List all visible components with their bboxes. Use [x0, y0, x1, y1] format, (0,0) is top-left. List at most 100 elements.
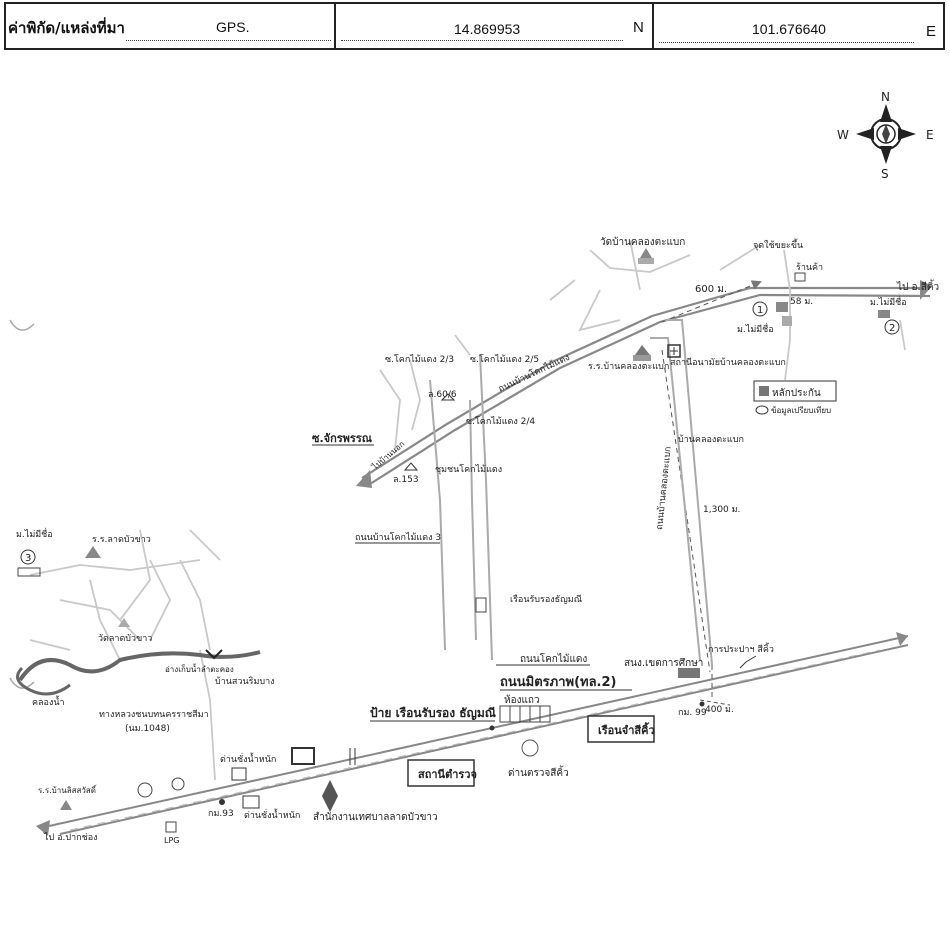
label-school-khlong: ร.ร.บ้านคลองตะแบก	[588, 361, 669, 372]
house-icon-2	[782, 316, 792, 326]
label-soi-chak: ซ.จักรพรรณ	[312, 432, 373, 445]
label-shop: ร้านค้า	[796, 262, 823, 273]
label-l153: ล.153	[393, 475, 419, 485]
label-sign-guesthouse: ป้าย เรือนรับรอง ธัญมณี	[370, 706, 496, 720]
house-l153-icon	[403, 462, 419, 471]
marker-1-label: 1	[757, 305, 763, 316]
legend-marker-label: หลักประกัน	[772, 388, 821, 399]
sign-dot-icon	[489, 725, 495, 731]
house-icon-1	[776, 302, 788, 312]
shophouse-icon	[499, 705, 551, 723]
label-no-name-2: ม.ไม่มีชื่อ	[870, 295, 907, 308]
school-ban-icon	[60, 800, 72, 810]
label-soi-24: ซ.โคกไม้แดง 2/4	[466, 416, 535, 427]
garuda-emblem-icon	[322, 780, 338, 812]
label-dist-600: 600 ม.	[695, 284, 727, 295]
label-road-kok3: ถนนบ้านโคกไม้แดง 3	[355, 532, 441, 543]
header-cell-label: ค่าพิกัด/แหล่งที่มา GPS.	[6, 4, 336, 48]
marker-1-icon	[752, 301, 768, 317]
police-station-icon	[291, 747, 315, 765]
label-soi-23: ซ.โคกไม้แดง 2/3	[385, 354, 454, 365]
check-icon	[739, 655, 757, 669]
label-community: ชุมชนโคกไม้แดง	[435, 464, 502, 475]
label-km99: กม. 99	[678, 708, 707, 718]
village-roads	[29, 239, 906, 781]
label-shophouse: ห้องแถว	[504, 694, 540, 706]
label-km93: กม.93	[208, 809, 234, 819]
label-l606: ล.60/6	[428, 390, 457, 400]
houses-3-icon	[17, 567, 41, 577]
compass-w: W	[837, 128, 849, 142]
km93-dot-icon	[219, 799, 225, 805]
star-icon	[171, 777, 185, 791]
label-reservoir: อ่างเก็บน้ำลำตะคอง	[165, 663, 234, 674]
compass-rose-icon: N S W E	[837, 90, 934, 181]
label-canal: คลองน้ำ	[32, 695, 65, 708]
bridge-icon	[205, 649, 223, 660]
label-dist-1300: 1,300 ม.	[703, 505, 740, 515]
label-railway: ทางหลวงชนบทนครราชสีมา	[99, 709, 209, 720]
marker-3-icon	[20, 549, 36, 565]
binder-hole-marks	[9, 319, 35, 689]
road-kok-mai-daeng	[356, 280, 932, 488]
label-lpg: LPG	[164, 836, 179, 845]
legend: หลักประกัน ข้อมูลเปรียบเทียบ	[753, 380, 837, 416]
house-icon-3	[878, 310, 890, 318]
police-station-box	[407, 759, 475, 787]
label-to-sikhio-top: ไป อ.สีคิ้ว	[896, 279, 939, 293]
label-dist-400: 400 ม.	[705, 705, 734, 715]
header-cell-lat: 14.869953 N	[336, 4, 654, 48]
label-water-auth: การประปาฯ สีคิ้ว	[708, 642, 774, 655]
label-mittraphap: ถนนมิตรภาพ(ทล.2)	[500, 675, 616, 690]
gps-label: GPS.	[216, 19, 250, 35]
label-junction-top: จุดใช้ขยะขึ้น	[753, 238, 803, 251]
longitude-direction: E	[926, 23, 937, 40]
edu-office-icon	[678, 668, 700, 678]
label-soi-25: ซ.โคกไม้แดง 2/5	[470, 354, 539, 365]
checkpoint-icon	[521, 739, 539, 757]
guesthouse-icon	[475, 597, 487, 613]
legend-text: ข้อมูลเปรียบเทียบ	[771, 406, 831, 416]
school-lat-icon	[85, 546, 101, 558]
label-dist-58: 58 ม.	[790, 297, 813, 307]
compass-s: S	[881, 167, 889, 181]
label-municipality: สำนักงานเทศบาลลาดบัวขาว	[313, 812, 438, 823]
health-center-icon	[667, 344, 681, 358]
compass-n: N	[881, 90, 890, 104]
marker-3-label: 3	[25, 553, 31, 564]
coordinates-header: ค่าพิกัด/แหล่งที่มา GPS. 14.869953 N 101…	[4, 2, 945, 50]
label-police-station: สถานีตำรวจ	[418, 768, 477, 781]
label-school-lat: ร.ร.ลาดบัวขาว	[92, 535, 151, 545]
label-no-name-3: ม.ไม่มีชื่อ	[16, 527, 53, 540]
location-map: N S W E	[16, 90, 939, 845]
label-checkpoint: ด่านตรวจสีคิ้ว	[508, 765, 569, 779]
label-to-pak-chong: ไป อ.ปากช่อง	[43, 832, 98, 843]
longitude-value: 101.676640	[752, 21, 826, 37]
label-school-ban: ร.ร.บ้านลิสสวัสดิ์	[38, 784, 97, 795]
latitude-direction: N	[633, 19, 644, 36]
label-weigh-station2: ด่านชั่งน้ำหนัก	[244, 808, 300, 821]
label-road-khlong: ถนนบ้านคลองตะแบก	[654, 446, 674, 530]
km99-dot-icon	[699, 701, 705, 707]
temple-icon	[638, 248, 654, 264]
temple-lat-icon	[118, 618, 130, 627]
weigh-station-icon	[231, 767, 247, 781]
marker-2-label: 2	[889, 323, 895, 334]
header-cell-lon: 101.676640 E	[654, 4, 943, 48]
latitude-value: 14.869953	[454, 21, 521, 37]
school-khlong-icon	[635, 345, 650, 355]
label-guesthouse: เรือนรับรองธัญมณี	[510, 594, 582, 605]
label-road-kok: ถนนโคกไม้แดง	[520, 652, 587, 665]
marker-2-icon	[884, 319, 900, 335]
label-railway-num: (นม.1048)	[125, 724, 170, 734]
label-health-center: สถานีอนามัยบ้านคลองตะแบก	[670, 357, 786, 368]
lpg-icon	[165, 821, 177, 833]
label-ban-khlong: บ้านคลองตะแบก	[678, 434, 744, 445]
label-prison: เรือนจำสีคิ้ว	[598, 722, 655, 737]
label-weigh-station: ด่านชั่งน้ำหนัก	[220, 752, 276, 765]
gas-station-icon	[137, 782, 153, 798]
weigh-station2-icon	[242, 795, 260, 809]
coordinates-label: ค่าพิกัด/แหล่งที่มา	[8, 19, 125, 37]
house-l606-icon	[440, 393, 456, 401]
label-ban-suan: บ้านสวนริมบาง	[215, 676, 275, 687]
